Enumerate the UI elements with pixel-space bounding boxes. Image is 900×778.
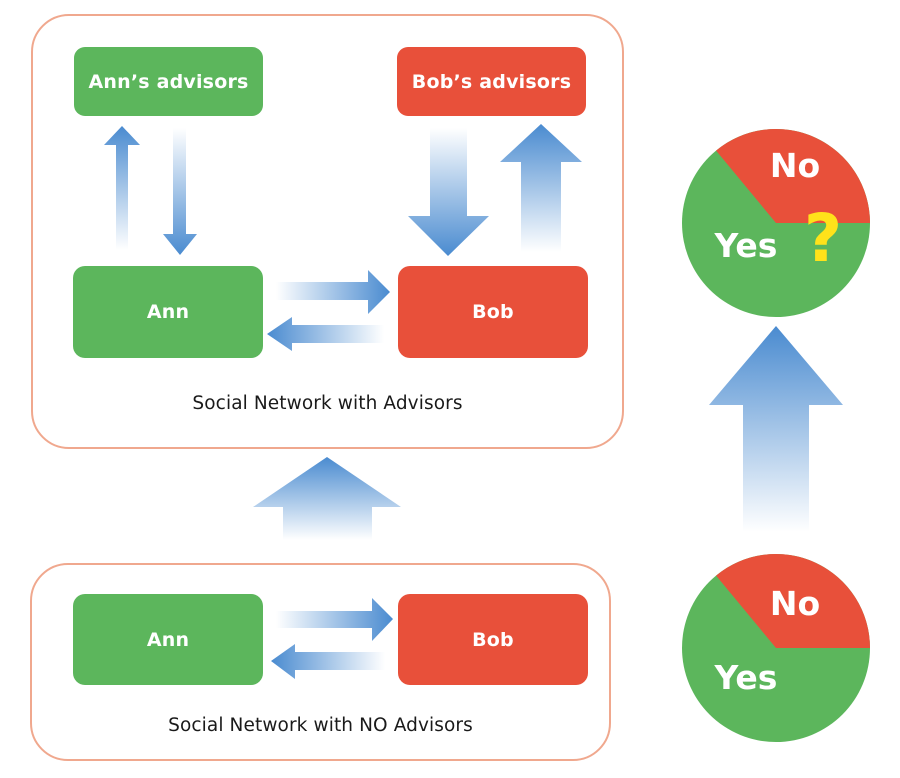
pie-slice-no-without-advisors [716,554,870,648]
question-mark-icon: ? [804,200,842,277]
ann-label-top: Ann [146,301,190,323]
pie-with-advisors: No Yes ? [682,129,870,317]
bob-advisors-label: Bob’s advisors [411,70,572,93]
bob-node-top: Bob [398,266,588,358]
arrow-advisors-to-bob [408,128,489,256]
arrow-ann-to-bob-top [276,270,390,314]
arrow-advisors-to-ann [163,128,197,255]
arrow-outcome-shift [709,326,843,532]
pie-slice-no-with-advisors [716,129,870,223]
arrow-ann-to-bob-bottom [276,598,393,641]
bob-advisors-node: Bob’s advisors [397,47,586,116]
arrow-ann-to-advisors [104,126,140,250]
pie-label-yes-with-advisors: Yes [714,226,778,265]
caption-no-advisors: Social Network with NO Advisors [168,715,473,736]
arrow-bob-to-ann-bottom [271,644,385,679]
ann-advisors-node: Ann’s advisors [74,47,263,116]
ann-node-top: Ann [73,266,263,358]
caption-with-advisors: Social Network with Advisors [192,393,463,414]
arrow-bob-to-advisors [500,124,582,252]
arrow-bob-to-ann-top [267,317,384,351]
bob-label-bottom: Bob [472,628,514,651]
ann-node-bottom: Ann [73,594,263,685]
ann-advisors-label: Ann’s advisors [88,70,249,93]
pie-without-advisors: No Yes [682,554,870,742]
pie-label-yes-without-advisors: Yes [714,658,778,697]
pie-label-no-without-advisors: No [770,584,820,623]
ann-label-bottom: Ann [146,628,190,651]
bob-node-bottom: Bob [398,594,588,685]
pie-label-no-with-advisors: No [770,146,820,185]
bob-label-top: Bob [472,301,514,323]
arrow-add-advisors [253,457,401,540]
